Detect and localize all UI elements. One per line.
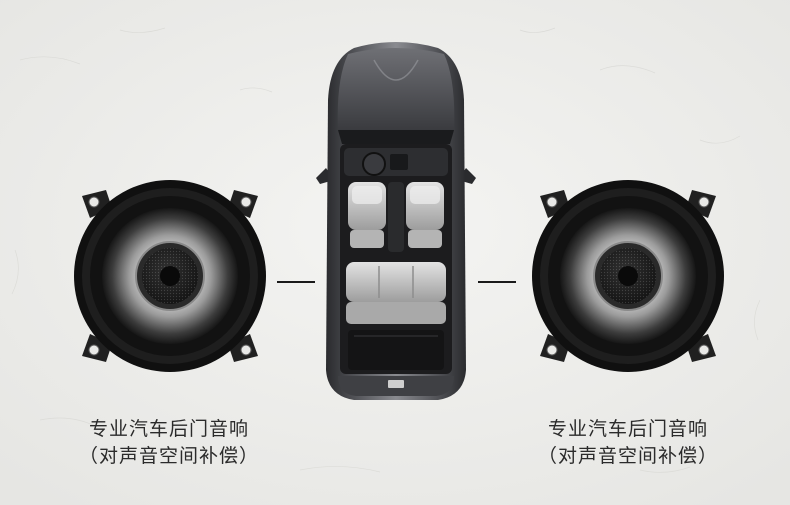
right-speaker-caption: 专业汽车后门音响 （对声音空间补偿） bbox=[513, 416, 743, 470]
car-top-view bbox=[314, 40, 478, 402]
left-connector-line bbox=[277, 281, 315, 283]
right-speaker bbox=[522, 178, 734, 374]
car-speaker-icon bbox=[74, 180, 266, 372]
right-caption-line2: （对声音空间补偿） bbox=[537, 445, 718, 467]
car-speaker-icon bbox=[532, 180, 724, 372]
right-connector-line bbox=[478, 281, 516, 283]
left-caption-line2: （对声音空间补偿） bbox=[78, 445, 259, 467]
right-caption-line1: 专业汽车后门音响 bbox=[547, 418, 708, 440]
left-speaker-caption: 专业汽车后门音响 （对声音空间补偿） bbox=[54, 416, 284, 470]
left-caption-line1: 专业汽车后门音响 bbox=[88, 418, 249, 440]
left-speaker bbox=[64, 178, 276, 374]
car-top-view-icon bbox=[316, 42, 476, 400]
